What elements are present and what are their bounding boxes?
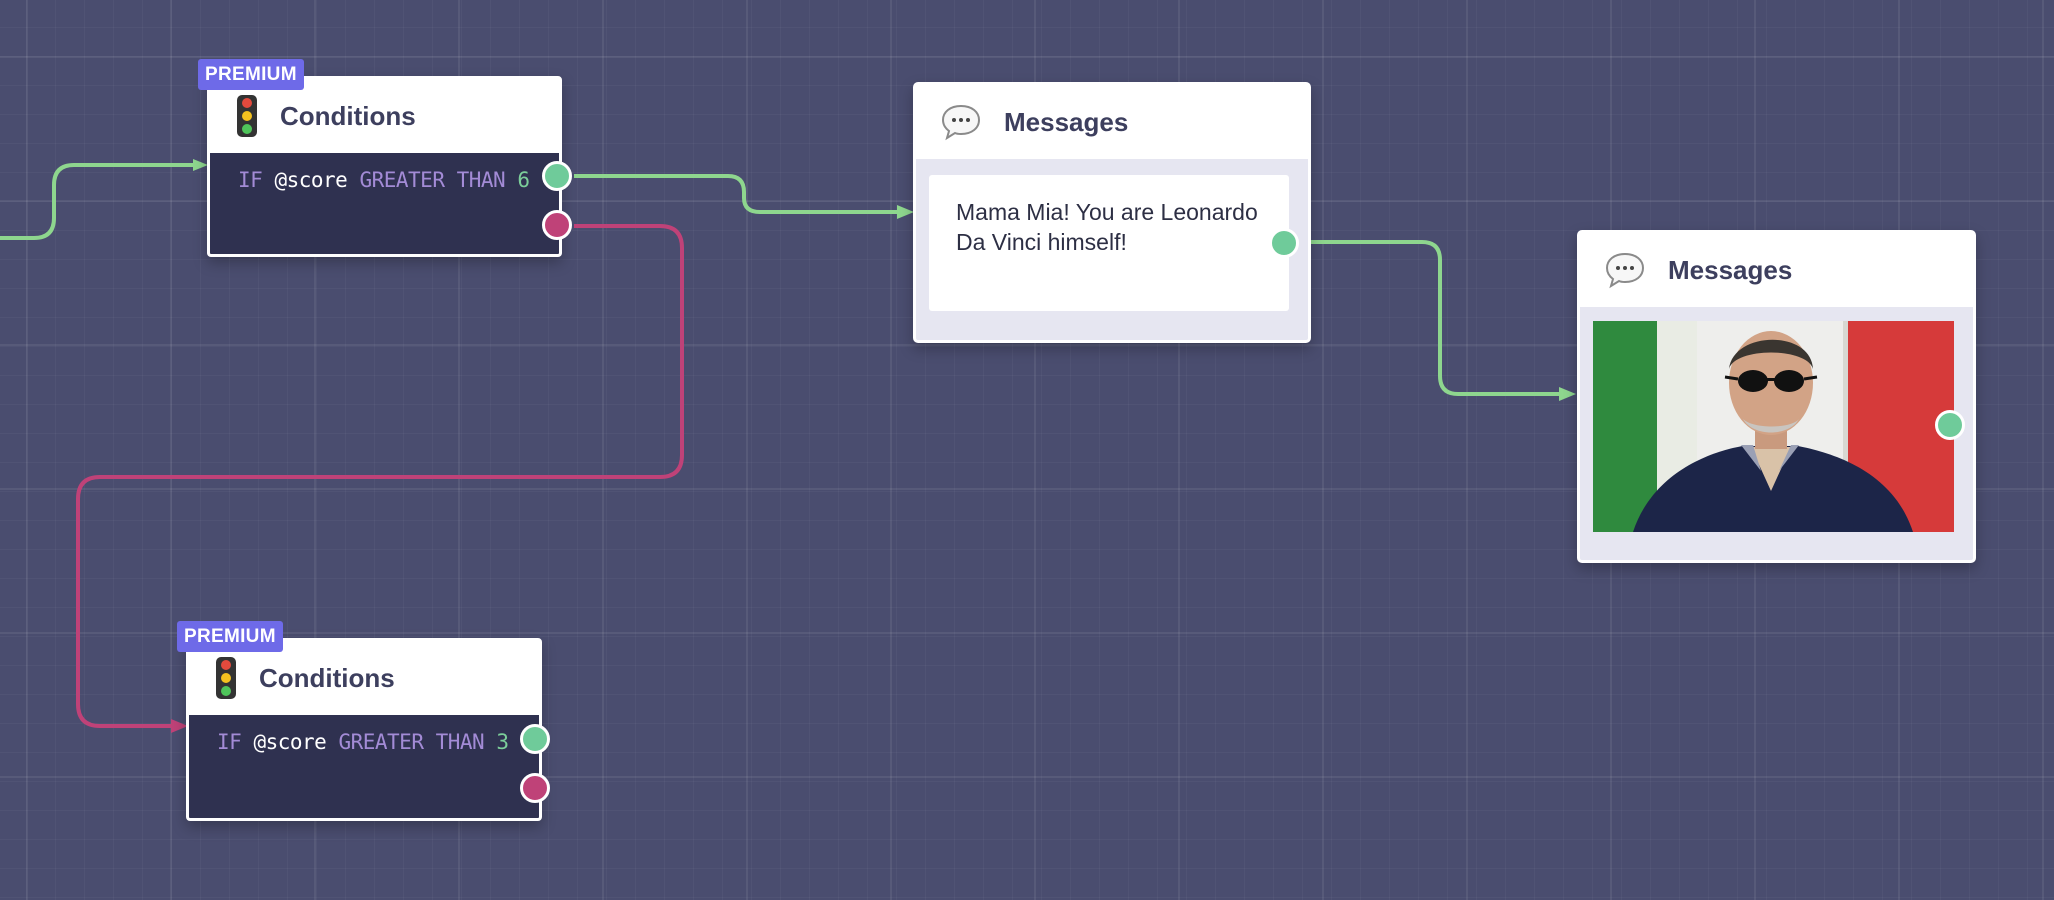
node-title: Messages bbox=[1668, 254, 1793, 285]
messages-node-2[interactable]: Messages bbox=[1577, 230, 1976, 563]
condition-variable: @score bbox=[274, 168, 348, 192]
node-header[interactable]: Conditions bbox=[210, 79, 559, 153]
node-header[interactable]: Messages bbox=[916, 85, 1308, 159]
connector-true-to-message bbox=[574, 174, 898, 214]
text-message-bubble[interactable]: Mama Mia! You are Leonardo Da Vinci hims… bbox=[929, 175, 1289, 311]
true-output-port[interactable] bbox=[520, 724, 550, 754]
connector-incoming bbox=[0, 163, 193, 240]
connector-false-to-condition bbox=[76, 224, 684, 728]
node-title: Messages bbox=[1004, 106, 1129, 137]
message-output-port[interactable] bbox=[1269, 228, 1299, 258]
speech-bubble-icon bbox=[941, 104, 981, 141]
traffic-light-icon bbox=[237, 95, 257, 137]
condition-keyword: IF bbox=[238, 168, 263, 192]
man-sunglasses-italian-flag-photo bbox=[1593, 321, 1954, 532]
false-output-port[interactable] bbox=[542, 210, 572, 240]
messages-node-1[interactable]: Messages Mama Mia! You are Leonardo Da V… bbox=[913, 82, 1311, 343]
conditions-node-2[interactable]: PREMIUM Conditions IF @score GREATER THA… bbox=[177, 621, 542, 821]
node-title: Conditions bbox=[280, 100, 416, 131]
condition-value: 3 bbox=[496, 730, 509, 754]
node-header[interactable]: Conditions bbox=[189, 641, 539, 715]
connector-message-to-image bbox=[1299, 240, 1560, 396]
condition-expression[interactable]: IF @score GREATER THAN 3 bbox=[189, 715, 539, 754]
condition-operator: GREATER THAN bbox=[338, 730, 485, 754]
traffic-light-icon bbox=[216, 657, 236, 699]
node-header[interactable]: Messages bbox=[1580, 233, 1973, 307]
condition-expression[interactable]: IF @score GREATER THAN 6 bbox=[210, 153, 559, 192]
false-output-port[interactable] bbox=[520, 773, 550, 803]
connector-arrowhead bbox=[193, 159, 208, 171]
node-title: Conditions bbox=[259, 662, 395, 693]
connector-arrowhead bbox=[897, 205, 914, 219]
conditions-node-1[interactable]: PREMIUM Conditions IF @score GREATER THA… bbox=[198, 59, 562, 257]
premium-badge: PREMIUM bbox=[198, 59, 304, 90]
connector-arrowhead bbox=[171, 719, 188, 733]
true-output-port[interactable] bbox=[542, 161, 572, 191]
speech-bubble-icon bbox=[1605, 252, 1645, 289]
condition-value: 6 bbox=[517, 168, 530, 192]
condition-variable: @score bbox=[253, 730, 327, 754]
message-output-port[interactable] bbox=[1935, 410, 1965, 440]
connector-arrowhead bbox=[1559, 387, 1576, 401]
image-message[interactable] bbox=[1593, 321, 1954, 532]
premium-badge: PREMIUM bbox=[177, 621, 283, 652]
condition-keyword: IF bbox=[217, 730, 242, 754]
condition-operator: GREATER THAN bbox=[359, 168, 506, 192]
